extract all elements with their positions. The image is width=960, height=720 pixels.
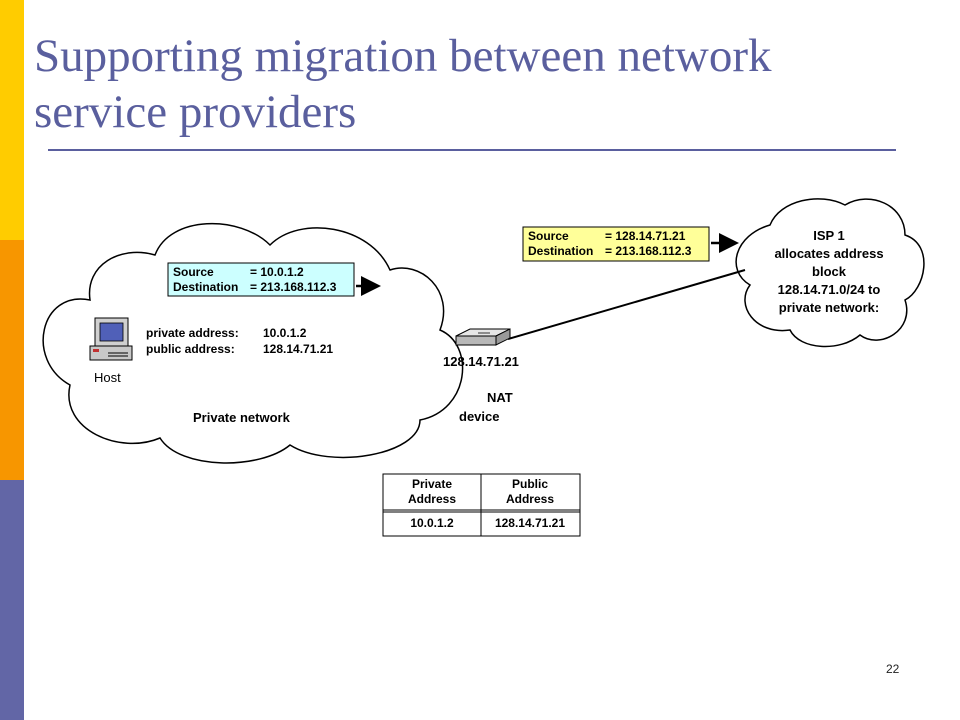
public-packet: Source = 128.14.71.21 Destination = 213.…	[522, 226, 710, 262]
private-packet: Source = 10.0.1.2 Destination = 213.168.…	[167, 262, 355, 297]
private-packet-destination-label: Destination	[173, 280, 238, 294]
isp-cloud	[735, 198, 925, 348]
public-packet-source-label: Source	[528, 229, 569, 243]
nat-isp-link	[507, 269, 746, 340]
page-number: 22	[886, 662, 900, 676]
isp-line-2: allocates address	[774, 246, 883, 261]
isp-text: ISP 1 allocates address block 128.14.71.…	[774, 228, 883, 315]
public-packet-box	[522, 226, 710, 262]
public-packet-destination-label: Destination	[528, 244, 593, 258]
private-packet-source-value: = 10.0.1.2	[250, 265, 304, 279]
isp-line-1: ISP 1	[813, 228, 845, 243]
isp-line-3: block	[812, 264, 847, 279]
table-cell-private-address: 10.0.1.2	[410, 516, 454, 530]
private-address-value: 10.0.1.2	[263, 326, 307, 340]
nat-label-line-1: NAT	[487, 390, 513, 405]
table-header-private-line-1: Private	[412, 477, 452, 491]
table-header-public-line-2: Address	[506, 492, 554, 506]
public-address-value: 128.14.71.21	[263, 342, 333, 356]
private-network-cloud	[42, 222, 464, 464]
sidebar-accent	[0, 0, 24, 720]
slide-title: Supporting migration between network ser…	[34, 28, 934, 140]
public-packet-destination-value: = 213.168.112.3	[605, 244, 692, 258]
nat-ip-label: 128.14.71.21	[443, 354, 519, 369]
private-packet-source-label: Source	[173, 265, 214, 279]
table-header-private-line-2: Address	[408, 492, 456, 506]
nat-table: Private Address Public Address 10.0.1.2 …	[382, 473, 581, 537]
computer-icon	[89, 317, 133, 361]
nat-label-line-2: device	[459, 409, 499, 424]
isp-line-4: 128.14.71.0/24 to	[778, 282, 881, 297]
title-underline	[48, 149, 896, 151]
sidebar-segment-yellow	[0, 0, 24, 240]
table-header-public-line-1: Public	[512, 477, 548, 491]
private-packet-box	[167, 262, 355, 297]
slide-title-line-2: service providers	[34, 86, 357, 138]
isp-line-5: private network:	[779, 300, 879, 315]
private-packet-destination-value: = 213.168.112.3	[250, 280, 337, 294]
private-network-label: Private network	[193, 410, 291, 425]
host-label: Host	[94, 370, 121, 385]
private-address-label: private address:	[146, 326, 239, 340]
table-cell-public-address: 128.14.71.21	[495, 516, 565, 530]
slide-title-line-1: Supporting migration between network	[34, 30, 772, 82]
public-packet-source-value: = 128.14.71.21	[605, 229, 686, 243]
router-icon	[455, 328, 511, 346]
sidebar-segment-orange	[0, 240, 24, 480]
public-address-label: public address:	[146, 342, 235, 356]
sidebar-segment-purple	[0, 480, 24, 720]
